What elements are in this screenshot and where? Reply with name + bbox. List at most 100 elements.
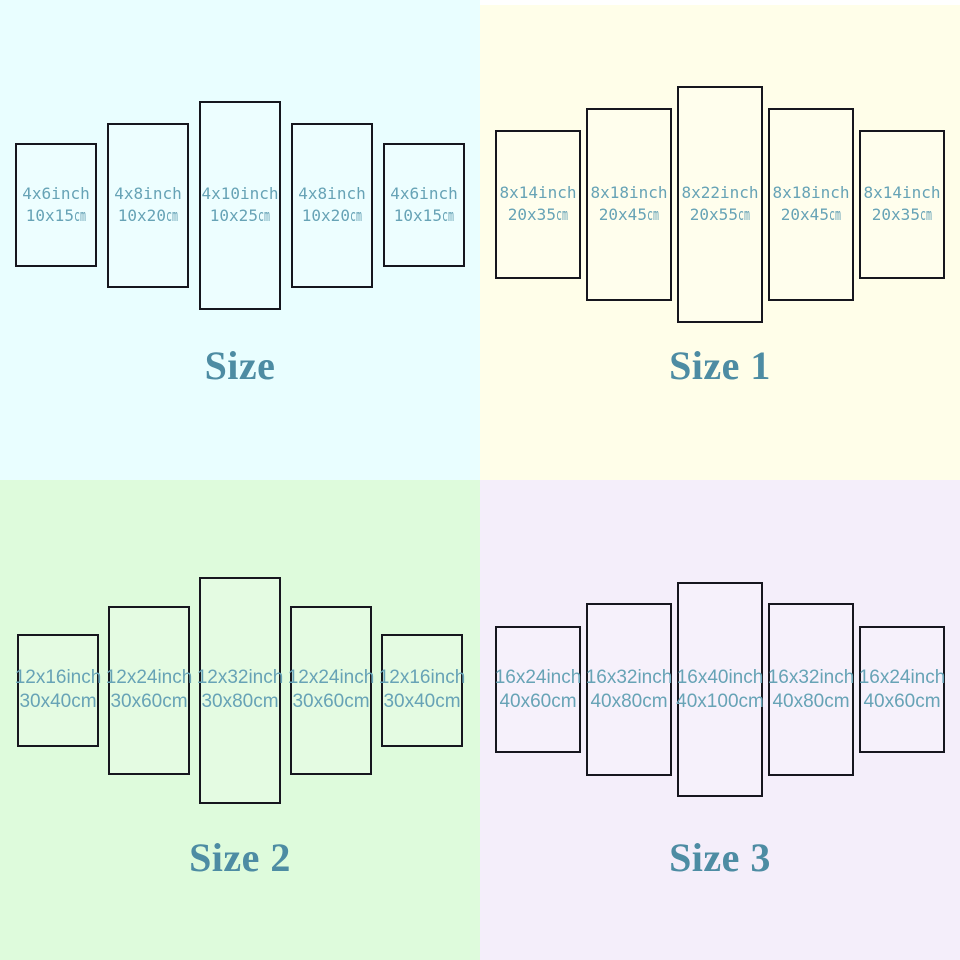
cm-unit: cm: [253, 691, 279, 712]
cm-value: 20x55: [689, 205, 738, 224]
inch-size: 4x6inch: [390, 183, 458, 203]
inch-size: 4x8inch: [114, 183, 182, 203]
cm-unit: cm: [165, 206, 178, 225]
quadrant-title-size: Size: [204, 343, 276, 388]
cm-unit: cm: [73, 206, 86, 225]
cm-size: 20x45cm: [590, 204, 667, 226]
panel-size-label: 8x18inch 20x45cm: [772, 182, 849, 227]
cm-size: 30x40cm: [15, 690, 102, 714]
cm-value: 40x60: [863, 690, 916, 712]
panel-size-label: 4x8inch 10x20cm: [298, 183, 365, 228]
cm-value: 30x60: [292, 691, 345, 712]
panel-size-label: 4x6inch 10x15cm: [22, 183, 89, 228]
cm-unit: cm: [349, 206, 362, 225]
cm-size: 10x25cm: [201, 205, 278, 227]
cm-unit: cm: [71, 691, 97, 712]
cm-size: 10x20cm: [114, 205, 181, 227]
inch-size: 12x16inch: [14, 667, 102, 689]
cm-value: 10x20: [117, 206, 166, 225]
quadrant-title-size1: Size 1: [669, 343, 771, 388]
top-white-strip: [480, 0, 960, 5]
panel-12x16-right: 12x16inch 30x40cm: [378, 633, 466, 747]
panel-size-label: 16x24inch 40x60cm: [495, 666, 582, 714]
cm-value: 40x80: [772, 690, 825, 712]
cm-value: 30x40: [383, 691, 436, 712]
panel-row: 8x14inch 20x35cm 8x18inch 20x45cm 8x22in…: [480, 85, 960, 323]
cm-size: 10x15cm: [22, 205, 89, 227]
inch-size: 12x24inch: [105, 667, 193, 689]
cm-value: 30x60: [110, 691, 163, 712]
panel-4x10-center: 4x10inch 10x25cm: [199, 100, 281, 310]
inch-size: 12x24inch: [287, 667, 375, 689]
quadrant-size3: 16x24inch 40x60cm 16x32inch 40x80cm 16x4…: [480, 480, 960, 960]
cm-size: 20x45cm: [772, 204, 849, 226]
cm-size: 10x20cm: [298, 205, 365, 227]
cm-unit: cm: [257, 206, 270, 225]
cm-size: 20x35cm: [863, 204, 940, 226]
panel-16x32-right: 16x32inch 40x80cm: [768, 603, 854, 776]
panel-8x14-left: 8x14inch 20x35cm: [495, 129, 581, 279]
cm-value: 20x35: [871, 205, 920, 224]
inch-size: 16x32inch: [767, 666, 855, 688]
cm-size: 30x80cm: [197, 690, 284, 714]
inch-size: 8x14inch: [499, 182, 577, 202]
inch-size: 4x10inch: [201, 183, 279, 203]
panel-8x18-right: 8x18inch 20x45cm: [768, 107, 854, 301]
quadrant-title-size3: Size 3: [669, 835, 771, 880]
cm-value: 30x80: [201, 691, 254, 712]
panel-size-label: 16x32inch 40x80cm: [586, 666, 673, 714]
cm-value: 10x15: [393, 206, 442, 225]
panel-size-label: 8x14inch 20x35cm: [863, 182, 940, 227]
inch-size: 12x32inch: [196, 667, 284, 689]
quadrant-size2: 12x16inch 30x40cm 12x24inch 30x60cm 12x3…: [0, 480, 480, 960]
panel-size-label: 12x24inch 30x60cm: [106, 666, 193, 714]
cm-unit: cm: [646, 205, 659, 224]
panel-16x24-left: 16x24inch 40x60cm: [495, 626, 581, 753]
panel-12x32-center: 12x32inch 30x80cm: [197, 576, 284, 804]
panel-size-label: 12x32inch 30x80cm: [197, 666, 284, 714]
cm-size: 40x80cm: [768, 690, 855, 714]
cm-unit: cm: [162, 691, 188, 712]
panel-size-label: 4x10inch 10x25cm: [201, 183, 278, 228]
panel-4x8-left: 4x8inch 10x20cm: [107, 122, 189, 288]
panel-4x6-left: 4x6inch 10x15cm: [15, 143, 97, 267]
cm-size: 20x35cm: [499, 204, 576, 226]
cm-value: 10x15: [25, 206, 74, 225]
cm-value: 20x45: [780, 205, 829, 224]
cm-unit: cm: [824, 690, 850, 712]
inch-size: 12x16inch: [378, 667, 466, 689]
panel-size-label: 12x24inch 30x60cm: [288, 666, 375, 714]
inch-size: 8x14inch: [863, 182, 941, 202]
panel-16x32-left: 16x32inch 40x80cm: [586, 603, 672, 776]
cm-unit: cm: [435, 691, 461, 712]
panel-12x24-right: 12x24inch 30x60cm: [288, 605, 375, 775]
inch-size: 4x6inch: [22, 183, 90, 203]
panel-size-label: 12x16inch 30x40cm: [15, 666, 102, 714]
inch-size: 16x32inch: [585, 666, 673, 688]
cm-unit: cm: [642, 690, 668, 712]
cm-value: 40x80: [590, 690, 643, 712]
panel-row: 16x24inch 40x60cm 16x32inch 40x80cm 16x4…: [480, 582, 960, 797]
cm-value: 10x20: [301, 206, 350, 225]
cm-value: 30x40: [19, 691, 72, 712]
inch-size: 8x18inch: [590, 182, 668, 202]
panel-8x14-right: 8x14inch 20x35cm: [859, 129, 945, 279]
cm-size: 40x80cm: [586, 690, 673, 714]
cm-unit: cm: [828, 205, 841, 224]
cm-value: 40x100: [676, 690, 739, 712]
panel-size-label: 8x22inch 20x55cm: [681, 182, 758, 227]
cm-value: 40x60: [499, 690, 552, 712]
cm-unit: cm: [555, 205, 568, 224]
cm-size: 20x55cm: [681, 204, 758, 226]
cm-size: 40x60cm: [859, 690, 946, 714]
quadrant-size: 4x6inch 10x15cm 4x8inch 10x20cm 4x10inch…: [0, 0, 480, 480]
inch-size: 4x8inch: [298, 183, 366, 203]
quadrant-title-size2: Size 2: [189, 835, 291, 880]
cm-unit: cm: [915, 690, 941, 712]
cm-unit: cm: [738, 690, 764, 712]
cm-size: 30x60cm: [288, 690, 375, 714]
panel-size-label: 4x6inch 10x15cm: [390, 183, 457, 228]
quadrant-size1: 8x14inch 20x35cm 8x18inch 20x45cm 8x22in…: [480, 0, 960, 480]
panel-row: 4x6inch 10x15cm 4x8inch 10x20cm 4x10inch…: [0, 100, 480, 310]
